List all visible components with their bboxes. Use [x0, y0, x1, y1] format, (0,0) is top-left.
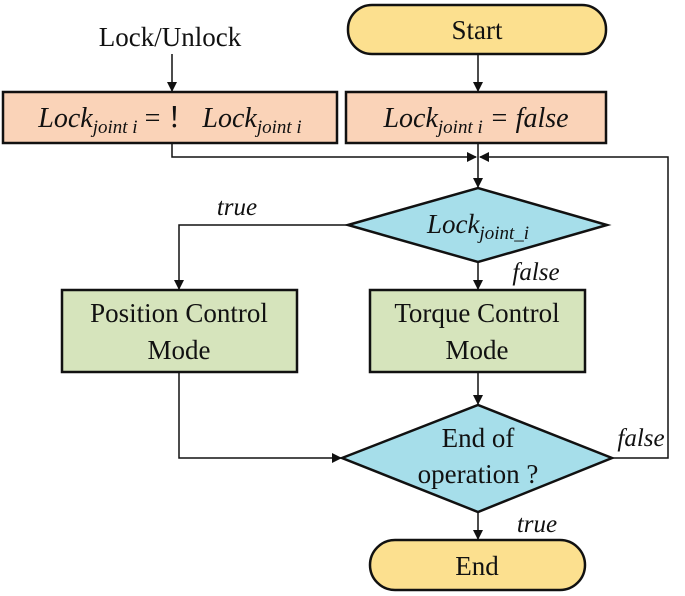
- lock-decision: Lockjoint_i: [343, 186, 612, 264]
- edge-position-end: [178, 372, 342, 463]
- torque-mode-line1: Torque Control: [394, 298, 559, 328]
- position-control-box: Position Control Mode: [60, 288, 299, 374]
- end-label: End: [455, 551, 499, 581]
- edge-loop-back: [479, 152, 669, 459]
- start-terminal: Start: [346, 3, 608, 56]
- toggle-lock-box: Lockjoint i = ！ Lockjoint i: [1, 90, 339, 145]
- lock-unlock-input-label: Lock/Unlock: [99, 22, 242, 52]
- toggle-lock-expression: Lockjoint i = ！ Lockjoint i: [37, 103, 301, 138]
- position-mode-line2: Mode: [148, 335, 211, 365]
- torque-mode-line2: Mode: [446, 335, 509, 365]
- torque-control-box: Torque Control Mode: [368, 288, 587, 374]
- end-true-label: true: [517, 511, 557, 538]
- position-mode-line1: Position Control: [90, 298, 268, 328]
- edge-toggle-merge: [171, 143, 477, 162]
- edge-lock-true: [174, 224, 348, 290]
- end-false-label: false: [617, 425, 664, 452]
- start-label: Start: [452, 15, 503, 45]
- init-lock-box: Lockjoint i = false: [344, 90, 608, 145]
- init-lock-expression: Lockjoint i = false: [382, 103, 568, 138]
- lock-true-label: true: [217, 194, 257, 221]
- end-decision-line2: operation ?: [418, 459, 539, 489]
- lock-false-label: false: [512, 259, 559, 286]
- end-terminal: End: [368, 538, 587, 592]
- end-decision-line1: End of: [442, 423, 515, 453]
- lock-decision-label: Lockjoint_i: [426, 209, 529, 244]
- edges: [167, 54, 669, 540]
- end-of-operation-decision: End of operation ?: [338, 403, 616, 514]
